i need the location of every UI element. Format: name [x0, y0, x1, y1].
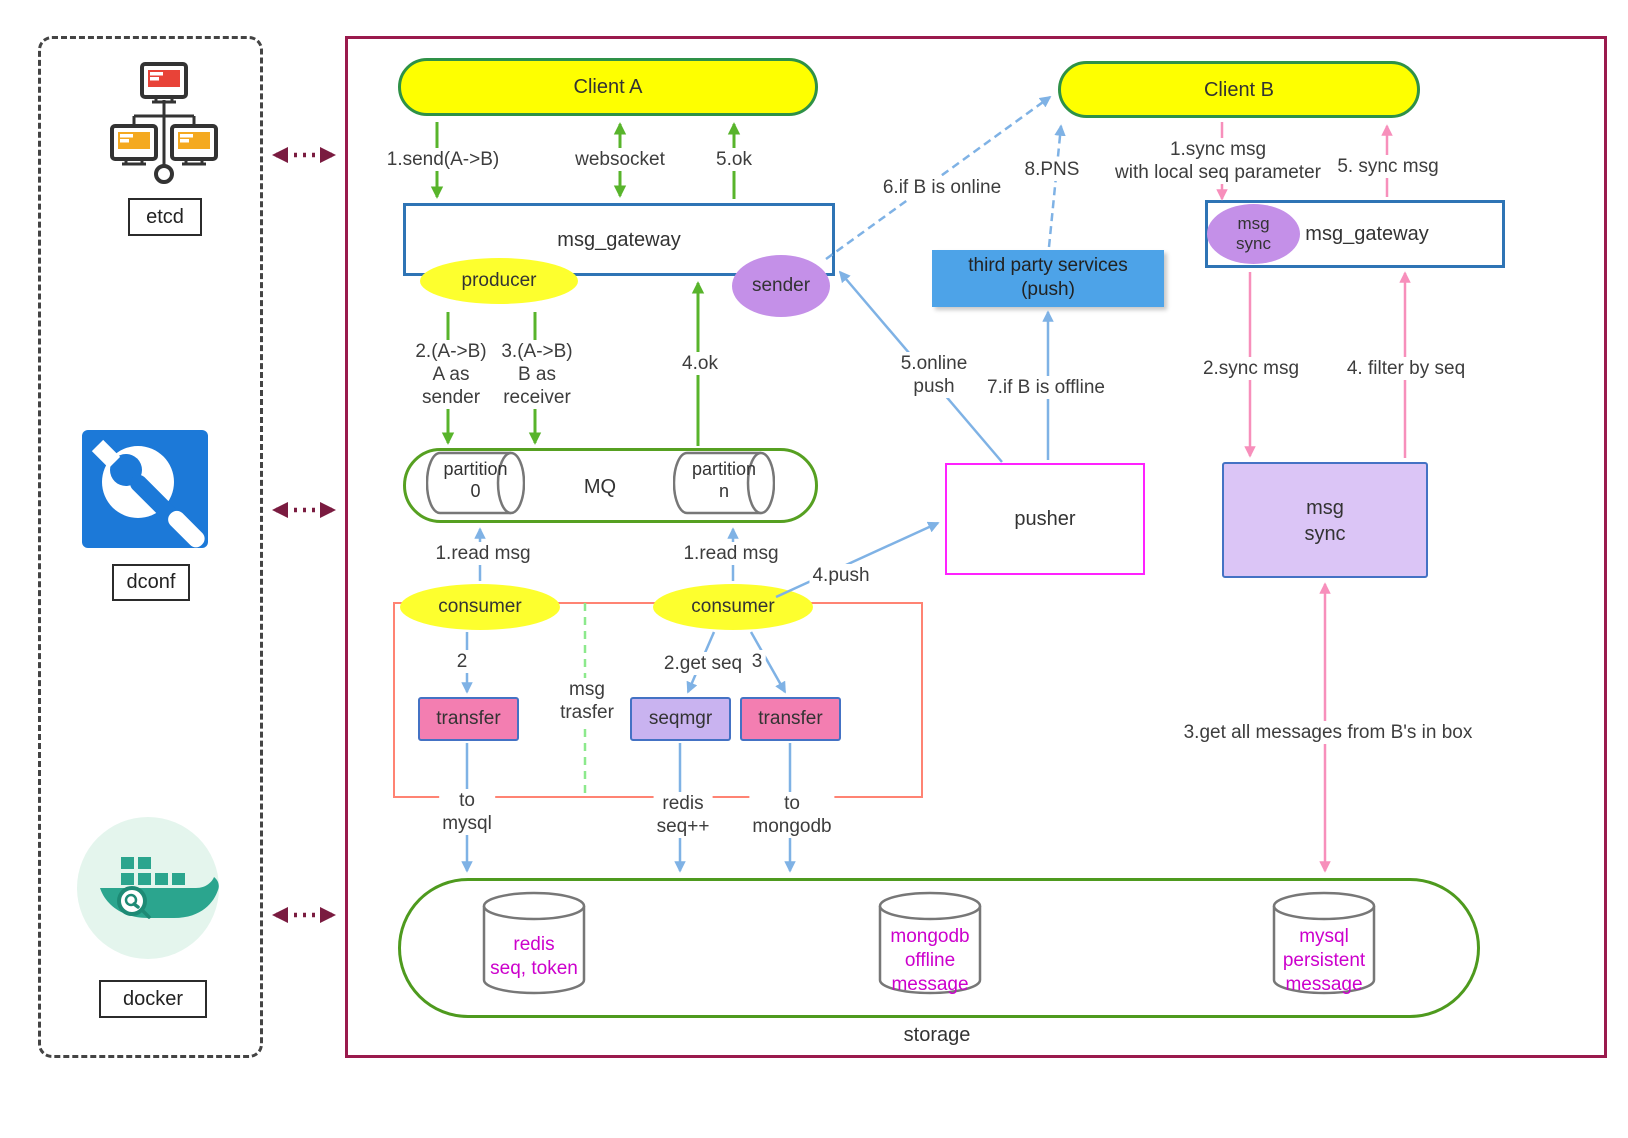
redis-db-label: redis seq, token: [490, 934, 578, 979]
label-b-as-receiver: 3.(A->B) B as receiver: [498, 340, 576, 409]
label-pns: 8.PNS: [1021, 158, 1083, 181]
client-a-node: Client A: [398, 58, 818, 116]
msg-sync-badge-ellipse: msg sync: [1207, 204, 1300, 264]
partition-n-label: partition n: [691, 459, 757, 501]
redis-cylinder: [482, 891, 586, 995]
seqmgr-node: seqmgr: [630, 697, 731, 741]
docker-whale-icon: [77, 817, 219, 959]
system-boundary: [345, 36, 1607, 1058]
partition-0-label: partition 0: [443, 459, 508, 501]
transfer-left-node: transfer: [418, 697, 519, 741]
producer-ellipse: producer: [420, 258, 578, 304]
etcd-icon: [110, 62, 218, 184]
label-ok5: 5.ok: [713, 148, 755, 171]
consumer-left-ellipse: consumer: [400, 584, 560, 630]
third-party-services-node: third party services (push): [932, 250, 1164, 307]
label-online-push: 5.online push: [897, 352, 971, 398]
sender-ellipse: sender: [732, 255, 830, 317]
label-get-seq: 2.get seq: [660, 652, 746, 675]
label-filter-by-seq: 4. filter by seq: [1343, 357, 1469, 380]
pusher-node: pusher: [945, 463, 1145, 575]
label-step2: 2: [453, 650, 471, 673]
label-to-mongodb: to mongodb: [749, 792, 835, 838]
label-redis-seq: redis seq++: [653, 792, 713, 838]
mysql-db-label: mysql persistent message: [1282, 926, 1366, 995]
transfer-right-node: transfer: [740, 697, 841, 741]
label-read-msg-right: 1.read msg: [680, 542, 782, 565]
label-if-online: 6.if B is online: [879, 176, 1005, 199]
etcd-label: etcd: [128, 198, 202, 236]
label-ok4: 4.ok: [679, 352, 721, 375]
storage-label: storage: [903, 1024, 971, 1046]
label-to-mysql: to mysql: [439, 789, 495, 835]
mongodb-db-label: mongodb offline message: [890, 926, 970, 995]
partition-n-cylinder: [673, 451, 775, 515]
label-get-all: 3.get all messages from B's in box: [1180, 721, 1476, 744]
mysql-cylinder: [1272, 891, 1376, 995]
label-sync-msg2: 2.sync msg: [1199, 357, 1303, 380]
partition-0-cylinder: [426, 451, 525, 515]
label-sync-msg5: 5. sync msg: [1334, 155, 1442, 178]
consumer-right-ellipse: consumer: [653, 584, 813, 630]
mq-label: MQ: [583, 476, 617, 498]
label-a-as-sender: 2.(A->B) A as sender: [412, 340, 490, 409]
infra-panel: [38, 36, 263, 1058]
docker-label: docker: [99, 980, 207, 1018]
mongodb-cylinder: [878, 891, 982, 995]
label-read-msg-left: 1.read msg: [432, 542, 534, 565]
label-sync-with-seq: 1.sync msg with local seq parameter: [1112, 138, 1324, 184]
label-if-offline: 7.if B is offline: [984, 376, 1108, 399]
client-b-node: Client B: [1058, 61, 1420, 118]
msg-sync-service-node: msg sync: [1222, 462, 1428, 578]
label-step3: 3: [748, 650, 766, 673]
dconf-wrench-icon: [82, 430, 208, 548]
dconf-label: dconf: [112, 564, 190, 601]
label-msg-trasfer: msg trasfer: [557, 678, 617, 724]
label-send: 1.send(A->B): [383, 148, 503, 171]
label-push4: 4.push: [809, 564, 873, 587]
label-websocket: websocket: [572, 148, 668, 171]
